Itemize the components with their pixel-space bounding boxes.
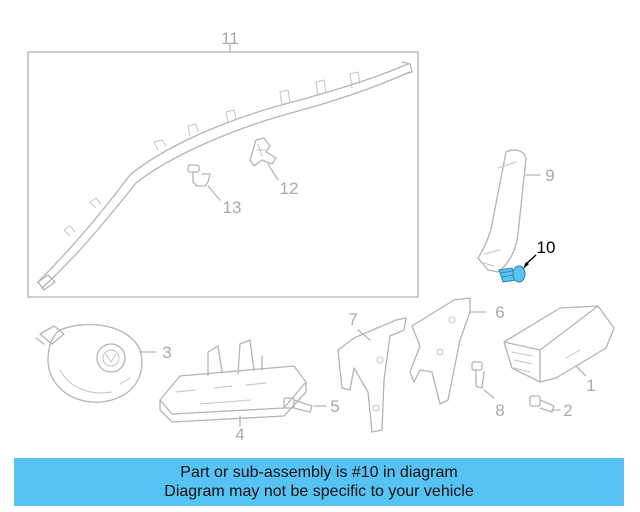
part-2-bolt[interactable] bbox=[529, 395, 561, 413]
label-7: 7 bbox=[348, 310, 357, 329]
part-5-bolt[interactable] bbox=[283, 397, 327, 413]
part-9-airbag-module[interactable] bbox=[477, 149, 541, 273]
label-5: 5 bbox=[330, 397, 339, 416]
part-11-bag-lower bbox=[41, 71, 411, 289]
label-11: 11 bbox=[221, 29, 239, 48]
part-4-airbag-module[interactable] bbox=[159, 339, 307, 427]
banner-line-2: Diagram may not be specific to your vehi… bbox=[164, 483, 474, 500]
part-12-leader bbox=[267, 163, 279, 181]
part-8-bolt[interactable] bbox=[471, 361, 495, 399]
part-7-bracket[interactable] bbox=[337, 317, 407, 433]
part-3-driver-airbag[interactable] bbox=[35, 323, 157, 403]
part-11-bag-upper bbox=[37, 63, 409, 283]
label-9: 9 bbox=[545, 166, 554, 185]
label-4: 4 bbox=[235, 425, 244, 444]
part-11-end-cap bbox=[401, 61, 413, 75]
part-7-leader bbox=[357, 329, 371, 341]
part-6-bracket[interactable] bbox=[409, 297, 487, 405]
label-13: 13 bbox=[223, 198, 242, 217]
part-8-leader bbox=[483, 389, 495, 399]
label-12: 12 bbox=[280, 179, 299, 198]
label-2: 2 bbox=[563, 401, 572, 420]
part-13-leader bbox=[207, 185, 221, 201]
part-11-tabs bbox=[63, 71, 361, 237]
part-13-bolt[interactable] bbox=[187, 164, 221, 201]
label-8: 8 bbox=[495, 401, 504, 420]
part-1-leader bbox=[575, 365, 587, 377]
label-10: 10 bbox=[537, 238, 556, 257]
info-banner: Part or sub-assembly is #10 in diagram D… bbox=[14, 458, 624, 506]
banner-line-1: Part or sub-assembly is #10 in diagram bbox=[180, 464, 458, 481]
part-1-airbag-module[interactable] bbox=[503, 305, 615, 383]
part-11-curtain-airbag[interactable] bbox=[27, 43, 419, 298]
label-6: 6 bbox=[495, 303, 504, 322]
label-1: 1 bbox=[586, 376, 595, 395]
part-12-clip[interactable] bbox=[249, 137, 279, 181]
label-3: 3 bbox=[162, 343, 171, 362]
part-10-bolt-highlighted[interactable] bbox=[498, 254, 537, 283]
part-11-frame bbox=[27, 51, 419, 298]
part-11-tether bbox=[37, 274, 56, 291]
